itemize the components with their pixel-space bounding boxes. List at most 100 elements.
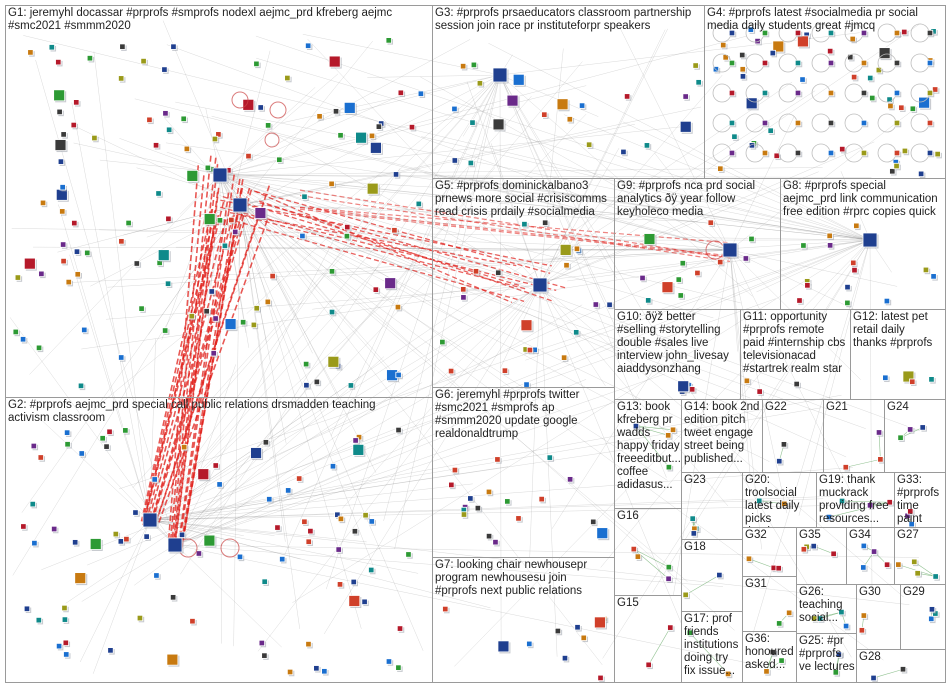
node: [305, 641, 312, 648]
node: [279, 556, 286, 563]
edge: [73, 142, 221, 176]
node: [830, 550, 837, 557]
node: [39, 199, 47, 207]
edge: [219, 73, 339, 176]
node: [392, 171, 400, 178]
group-label-g19: G19: thank muckrack providing free resou…: [819, 474, 889, 525]
node: [911, 558, 918, 565]
group-label-g1: G1: jeremyhl docassar #prprofs #smprofs …: [8, 7, 393, 32]
node: [132, 509, 139, 516]
group-label-g30: G30: [859, 586, 881, 598]
hub-edge: [222, 196, 520, 287]
node: [84, 249, 91, 257]
edge: [239, 124, 635, 206]
node: [470, 61, 478, 69]
node: [594, 616, 606, 629]
edge: [539, 29, 666, 286]
node: [451, 157, 458, 164]
node: [566, 476, 574, 483]
node: [303, 382, 310, 389]
node: [285, 487, 292, 494]
node: [29, 500, 36, 508]
edge: [219, 174, 455, 294]
node: [928, 606, 936, 613]
node: [728, 119, 736, 127]
edge: [729, 249, 861, 380]
node: [178, 531, 186, 538]
node: [882, 374, 889, 381]
node: [151, 476, 158, 483]
node: [384, 277, 397, 290]
node: [60, 257, 67, 265]
node: [914, 570, 921, 577]
node: [65, 278, 72, 286]
node: [321, 668, 328, 675]
node: [844, 284, 851, 291]
self-loop: [220, 538, 240, 558]
edge: [239, 204, 699, 222]
group-label-g26: G26: teaching social...: [799, 586, 843, 624]
node: [665, 432, 672, 439]
group-label-g24: G24: [887, 401, 909, 413]
edge: [149, 519, 910, 605]
edge: [219, 174, 250, 348]
hub-edge: [147, 216, 234, 524]
node: [181, 443, 188, 451]
edge: [92, 519, 151, 674]
group-box-g14: G14: book 2nd edition pitch tweet engage…: [681, 399, 763, 473]
node: [810, 542, 817, 550]
node: [893, 59, 901, 67]
node: [827, 89, 835, 97]
node: [211, 135, 219, 143]
node: [675, 276, 682, 283]
edge: [219, 174, 374, 566]
edge: [499, 74, 617, 279]
node: [485, 533, 493, 540]
edge: [239, 204, 465, 291]
edge: [219, 174, 921, 432]
hub-edge: [150, 222, 246, 526]
node: [775, 565, 782, 572]
node: [224, 318, 237, 331]
node: [284, 74, 291, 82]
node: [556, 98, 569, 111]
node: [917, 170, 925, 178]
hub-edge: [299, 189, 731, 259]
node: [756, 497, 763, 505]
node: [30, 442, 37, 450]
group-label-g33: G33: #prprofs time paint: [897, 474, 940, 525]
node: [232, 228, 239, 236]
node: [138, 305, 145, 312]
node: [368, 566, 375, 574]
node: [761, 89, 769, 97]
node: [870, 674, 877, 682]
group-label-g11: G11: opportunity #prprofs remote paid #i…: [743, 311, 846, 375]
node: [883, 297, 891, 305]
edge: [499, 74, 502, 643]
edge: [148, 204, 241, 335]
node: [694, 269, 701, 277]
node: [305, 42, 312, 49]
edge: [635, 425, 669, 436]
node: [394, 303, 402, 311]
node: [926, 149, 934, 157]
node: [442, 605, 449, 613]
node: [495, 269, 502, 276]
edge: [174, 364, 236, 546]
node: [877, 456, 884, 463]
edge: [239, 204, 423, 355]
edge: [539, 28, 668, 286]
node: [305, 538, 312, 545]
edge: [257, 284, 541, 652]
edge: [729, 249, 898, 287]
node: [355, 131, 367, 144]
node: [897, 434, 904, 441]
node: [526, 346, 534, 354]
node: [786, 609, 793, 616]
edge: [292, 239, 871, 603]
edge: [539, 171, 819, 286]
node: [140, 57, 147, 65]
edge: [239, 185, 346, 206]
node: [918, 96, 931, 109]
node: [761, 149, 769, 157]
